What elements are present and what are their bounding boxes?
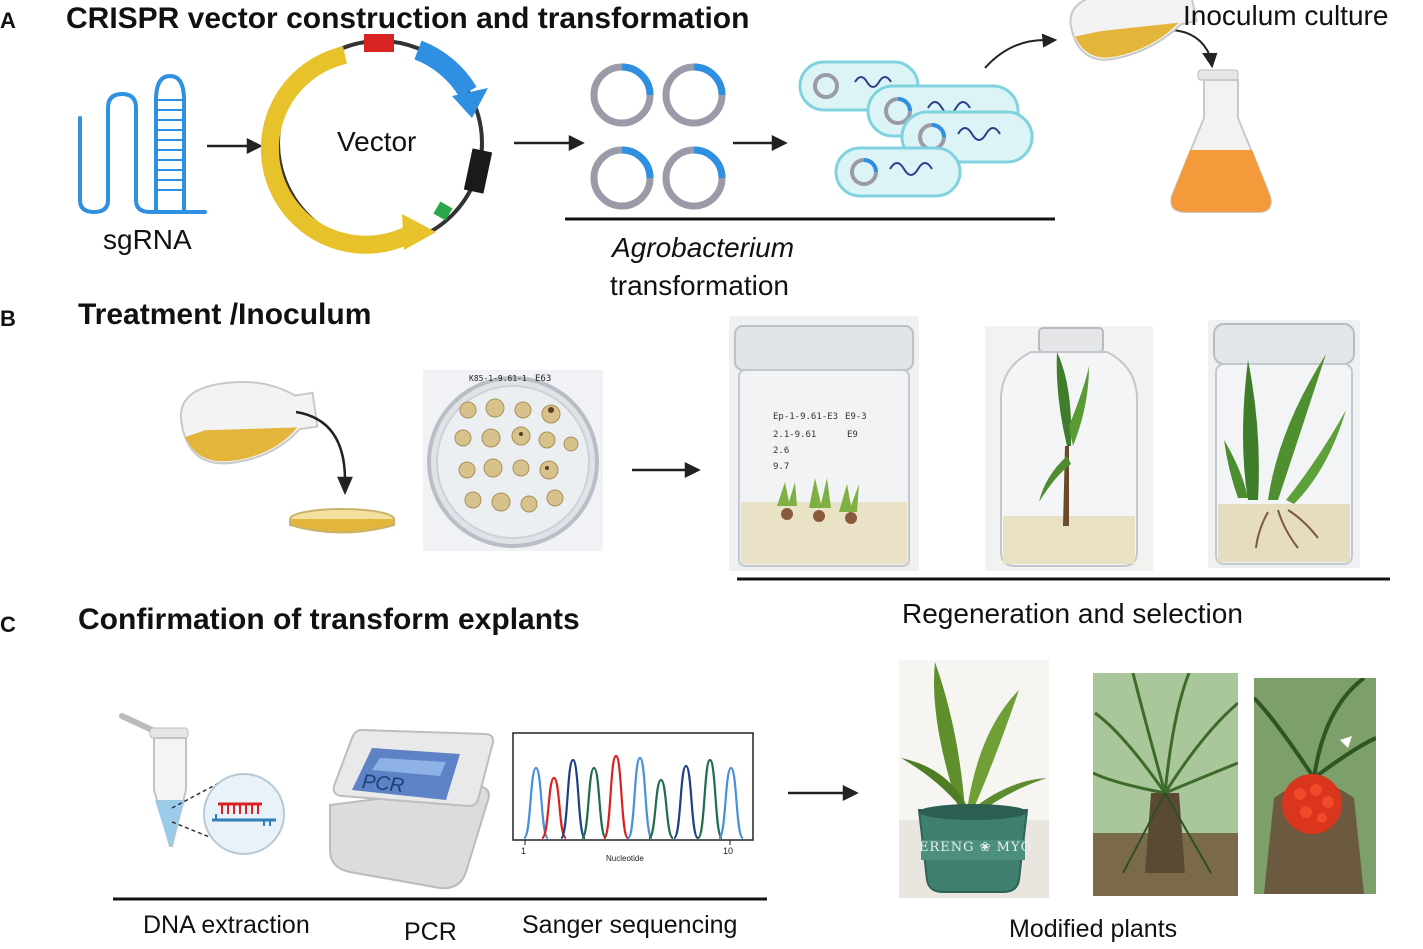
agrobacterium-icon: [798, 60, 1034, 198]
jar-label: 9.7: [773, 462, 790, 472]
arrow-icon: [632, 461, 701, 479]
panel-letter-a: A: [0, 8, 16, 33]
jar-label: E9-3: [845, 412, 867, 422]
panel-letter-c: C: [0, 612, 16, 637]
pcr-label: PCR: [404, 918, 457, 946]
regeneration-label: Regeneration and selection: [902, 598, 1243, 629]
dna-zoom-icon: [203, 773, 285, 855]
jar-label: 2.6: [773, 446, 790, 456]
agrobacterium-label: Agrobacterium: [612, 232, 795, 263]
vector-label: Vector: [337, 126, 417, 157]
transformation-label: transformation: [610, 270, 789, 301]
inoculum-culture-label: Inoculum culture: [1183, 0, 1389, 31]
arrow-icon: [295, 410, 353, 496]
pouring-flask-icon: [1069, 0, 1198, 61]
petri-dish-photo: E63 K85-1-9.61-1: [423, 370, 603, 551]
plasmids-icon: [590, 63, 726, 210]
petri-dish-icon: [289, 508, 395, 534]
dna-extraction-label: DNA extraction: [143, 911, 310, 939]
regeneration-jar-photo-3: [1208, 320, 1360, 568]
pot-text: ERENG ❀ MYO: [919, 840, 1033, 855]
panel-a-title: CRISPR vector construction and transform…: [66, 2, 750, 35]
arrow-icon: [514, 134, 585, 152]
potted-plant-photo: ERENG ❀ MYO: [899, 660, 1049, 898]
regeneration-jar-photo-1: Ep-1-9.61-E3 2.1-9.61 2.6 9.7 E9-3 E9: [729, 316, 919, 571]
panel-b-title: Treatment /Inoculum: [78, 298, 372, 331]
petri-label-2: K85-1-9.61-1: [469, 374, 527, 383]
jar-label: 2.1-9.61: [773, 430, 817, 440]
chromatogram-x-end: 10: [723, 846, 734, 856]
jar-label: E9: [847, 430, 858, 440]
arrow-icon: [788, 784, 859, 802]
chromatogram-peak: [540, 776, 568, 840]
chromatogram-peak: [672, 764, 700, 840]
jar-label: Ep-1-9.61-E3: [773, 412, 839, 422]
pouring-flask-icon: [179, 380, 319, 465]
erlenmeyer-flask-icon: [1170, 69, 1272, 213]
chromatogram-peak: [626, 756, 654, 840]
petri-label-1: E63: [535, 374, 552, 384]
chromatogram-peak: [559, 758, 587, 840]
modified-plants-label: Modified plants: [1009, 915, 1178, 943]
oil-palm-photo: [1093, 673, 1238, 896]
sanger-label: Sanger sequencing: [522, 911, 738, 939]
chromatogram-xlabel: Nucleotide: [606, 854, 644, 863]
chromatogram-x-start: 1: [521, 846, 527, 856]
tube-icon: [119, 713, 189, 847]
plasmid-icon: [260, 34, 493, 254]
regeneration-jar-photo-2: [985, 326, 1153, 571]
pcr-machine-icon: [329, 728, 495, 890]
arrow-icon: [207, 137, 263, 155]
panel-c-title: Confirmation of transform explants: [78, 603, 580, 636]
chromatogram-peak: [580, 766, 608, 840]
curved-arrow-icon: [984, 29, 1218, 69]
chromatogram-peak: [602, 754, 630, 840]
pcr-device-text: PCR: [361, 770, 406, 798]
sgrna-label: sgRNA: [103, 224, 192, 255]
panel-letter-b: B: [0, 306, 16, 331]
chromatogram-peak: [696, 758, 724, 840]
arrow-icon: [733, 134, 788, 152]
chromatogram-chart: [512, 732, 754, 845]
sgrna-icon: [78, 73, 207, 215]
chromatogram-peak: [717, 766, 745, 840]
chromatogram-peak: [647, 778, 675, 840]
oil-palm-fruit-photo: [1254, 678, 1376, 894]
chromatogram-peak: [522, 766, 550, 840]
